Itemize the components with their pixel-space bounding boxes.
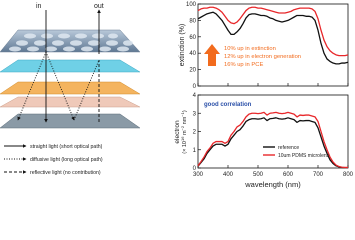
correlation-label: good correlation: [204, 102, 252, 108]
diagram-legend: straight light (short optical path) diff…: [4, 144, 103, 176]
electrode-layer: [0, 81, 141, 95]
y-tick-label: 0: [193, 84, 197, 90]
x-tick-label: 500: [253, 172, 264, 178]
extinction-chart: 0 20 40 60 80 100 extinction (%) 10% up in ex…: [179, 2, 349, 90]
figure-canvas: in out straight light (short optical pat…: [0, 2, 354, 189]
y-tick-label: 60: [189, 35, 196, 41]
x-tick-label: 800: [343, 172, 354, 178]
legend-dashed-text: reflective light (no contribution): [30, 170, 101, 176]
x-tick-label: 400: [223, 172, 234, 178]
extinction-y-label: extinction (%): [179, 24, 186, 66]
x-tick-label: 700: [313, 172, 324, 178]
electron-x-ticks: 300 400 500 600 700 800: [193, 165, 354, 178]
out-label: out: [94, 3, 104, 10]
increase-arrow: [204, 44, 220, 66]
electron-y-label: electron: [174, 120, 181, 144]
y-tick-label: 3: [193, 111, 197, 117]
y-tick-label: 100: [186, 2, 197, 8]
electron-y-ticks: 0 1 2 3 4: [193, 93, 201, 172]
in-label: in: [36, 3, 42, 10]
series-line-microlens: [197, 111, 348, 169]
electron-series: [197, 111, 348, 169]
substrate-layer: [0, 59, 141, 73]
device-diagram: in out: [0, 3, 141, 129]
x-tick-label: 300: [193, 172, 204, 178]
extinction-x-ticks: [197, 83, 349, 86]
y-tick-label: 1: [193, 148, 197, 154]
electron-y-unit: (× 1016 m−2 nm−1): [180, 110, 188, 154]
y-tick-label: 4: [193, 93, 197, 99]
series-line-microlens: [197, 6, 349, 57]
legend-solid-text: straight light (short optical path): [30, 144, 103, 150]
legend-dotted-text: diffusive light (long optical path): [30, 157, 103, 163]
microlens-bumps: [9, 33, 133, 52]
annotation-line-1: 10% up in extinction: [224, 46, 276, 52]
annotation-line-3: 16% up in PCE: [224, 62, 263, 68]
annotation-line-2: 12% up in electron generation: [224, 54, 301, 60]
y-tick-label: 80: [189, 18, 196, 24]
x-tick-label: 600: [283, 172, 294, 178]
series-line-reference: [197, 11, 349, 65]
active-layer: [0, 96, 141, 108]
series-line-reference: [197, 117, 348, 169]
extinction-plot-frame: [197, 3, 349, 87]
legend-microlens-text: 10um PDMS microlens: [278, 153, 330, 159]
electron-chart: 0 1 2 3 4 300 400 500 600 700 800 good correlatio…: [174, 93, 354, 189]
legend-reference-text: reference: [278, 145, 299, 151]
extinction-series: [197, 6, 349, 65]
y-tick-label: 20: [189, 68, 196, 74]
extinction-y-ticks: 0 20 40 60 80 100: [186, 2, 201, 90]
x-axis-label: wavelength (nm): [244, 180, 301, 189]
y-tick-label: 0: [193, 166, 197, 172]
y-tick-label: 2: [193, 130, 197, 136]
y-tick-label: 40: [189, 51, 196, 57]
back-electrode-layer: [0, 113, 141, 129]
diffusive-ray-back: [73, 59, 100, 121]
